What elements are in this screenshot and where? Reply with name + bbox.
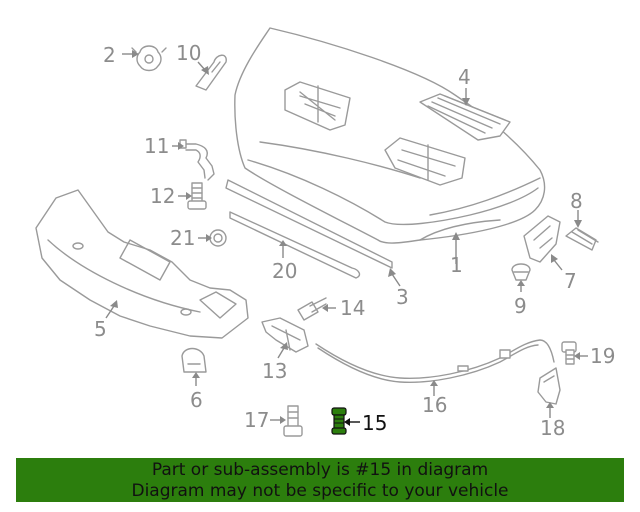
- banner-line-2: Diagram may not be specific to your vehi…: [131, 481, 509, 501]
- callout-14: 14: [340, 296, 365, 320]
- callout-2: 2: [103, 43, 116, 67]
- callout-9: 9: [514, 294, 527, 318]
- callout-1: 1: [450, 253, 463, 277]
- bracket-part-18: [537, 367, 561, 405]
- highlighted-bolt-part-15: [331, 407, 347, 435]
- callout-4: 4: [458, 65, 471, 89]
- callout-21: 21: [170, 226, 195, 250]
- bracket-part-7: [523, 215, 561, 263]
- hood-latch-part-13: [261, 317, 309, 353]
- bump-stop-part-8: [565, 227, 599, 251]
- insulator-pad-part-5: [35, 189, 249, 339]
- callout-18: 18: [540, 416, 565, 440]
- callout-13: 13: [262, 359, 287, 383]
- hood-panel: [234, 27, 546, 244]
- bolt-part-12: [187, 182, 207, 210]
- callout-7: 7: [564, 269, 577, 293]
- callout-11: 11: [144, 134, 169, 158]
- grommet-part-9: [511, 263, 531, 281]
- callout-12: 12: [150, 184, 175, 208]
- strap-part-10: [195, 54, 227, 91]
- hose-part-11: [179, 139, 215, 181]
- callout-6: 6: [190, 388, 203, 412]
- callout-10: 10: [176, 41, 201, 65]
- parts-diagram: 1 2 10 4 11 12 21: [35, 27, 615, 440]
- info-banner: Part or sub-assembly is #15 in diagram D…: [16, 458, 624, 502]
- seal-strip-part-3: [229, 211, 361, 279]
- stud-part-17: [283, 405, 303, 437]
- clip-part-6: [181, 347, 207, 373]
- callout-3: 3: [396, 285, 409, 309]
- callout-20: 20: [272, 259, 297, 283]
- callout-15: 15: [362, 411, 387, 435]
- callout-19: 19: [590, 344, 615, 368]
- vent-grille-part-4: [419, 93, 511, 141]
- callout-8: 8: [570, 189, 583, 213]
- release-cable-part-16: [315, 339, 555, 384]
- callout-17: 17: [244, 408, 269, 432]
- clip-part-2: [131, 45, 167, 72]
- bolt-part-14: [297, 297, 327, 321]
- banner-line-1: Part or sub-assembly is #15 in diagram: [151, 460, 489, 480]
- seal-strip-part-20: [225, 179, 393, 269]
- grommet-part-21: [209, 229, 227, 247]
- bolt-part-19: [561, 341, 577, 365]
- callout-5: 5: [94, 317, 107, 341]
- callout-16: 16: [422, 393, 447, 417]
